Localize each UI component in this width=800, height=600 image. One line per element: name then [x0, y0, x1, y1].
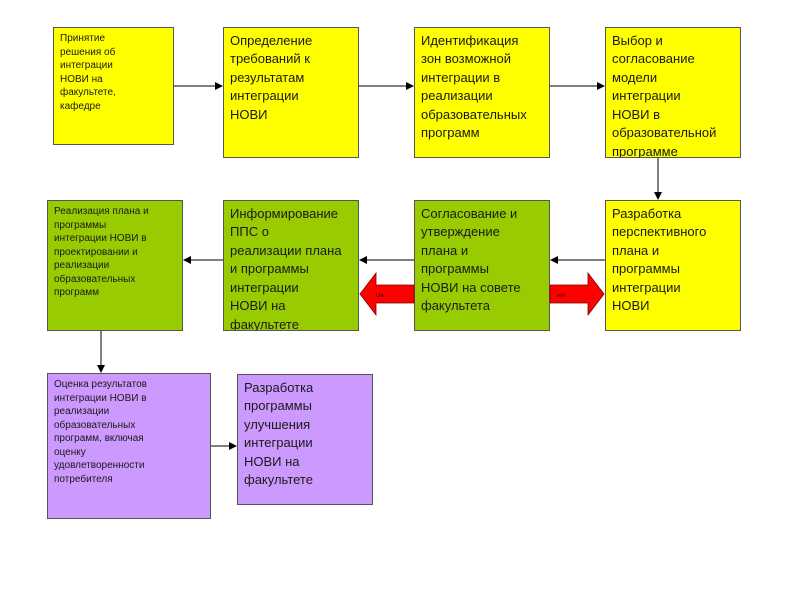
- red-arrow-left-label: Ua: [376, 293, 384, 299]
- step-inform-staff: Информирование ППС о реализации плана и …: [223, 200, 359, 331]
- step-define-requirements-text: Определение требований к результатам инт…: [230, 33, 313, 122]
- step-improvement-program: Разработка программы улучшения интеграци…: [237, 374, 373, 505]
- step-define-requirements: Определение требований к результатам инт…: [223, 27, 359, 158]
- step-evaluate-results-text: Оценка результатов интеграции НОВИ в реа…: [54, 379, 147, 485]
- step-decision-integration-text: Принятие решения об интеграции НОВИ на ф…: [60, 33, 116, 112]
- step-develop-plan-text: Разработка перспективного плана и програ…: [612, 206, 707, 314]
- step-approve-council-text: Согласование и утверждение плана и прогр…: [421, 206, 521, 314]
- step-identify-zones-text: Идентификация зон возможной интеграции в…: [421, 33, 527, 141]
- step-select-model: Выбор и согласование модели интеграции Н…: [605, 27, 741, 158]
- red-arrow-left: [359, 271, 415, 317]
- red-arrow-right: [549, 271, 605, 317]
- step-decision-integration: Принятие решения об интеграции НОВИ на ф…: [53, 27, 174, 145]
- step-evaluate-results: Оценка результатов интеграции НОВИ в реа…: [47, 373, 211, 519]
- step-approve-council: Согласование и утверждение плана и прогр…: [414, 200, 550, 331]
- step-improvement-program-text: Разработка программы улучшения интеграци…: [244, 380, 314, 488]
- red-arrow-right-label: нет: [557, 293, 566, 299]
- step-implement-plan: Реализация плана и программы интеграции …: [47, 200, 183, 331]
- step-implement-plan-text: Реализация плана и программы интеграции …: [54, 206, 149, 298]
- step-select-model-text: Выбор и согласование модели интеграции Н…: [612, 33, 717, 158]
- step-develop-plan: Разработка перспективного плана и програ…: [605, 200, 741, 331]
- step-inform-staff-text: Информирование ППС о реализации плана и …: [230, 206, 342, 331]
- step-identify-zones: Идентификация зон возможной интеграции в…: [414, 27, 550, 158]
